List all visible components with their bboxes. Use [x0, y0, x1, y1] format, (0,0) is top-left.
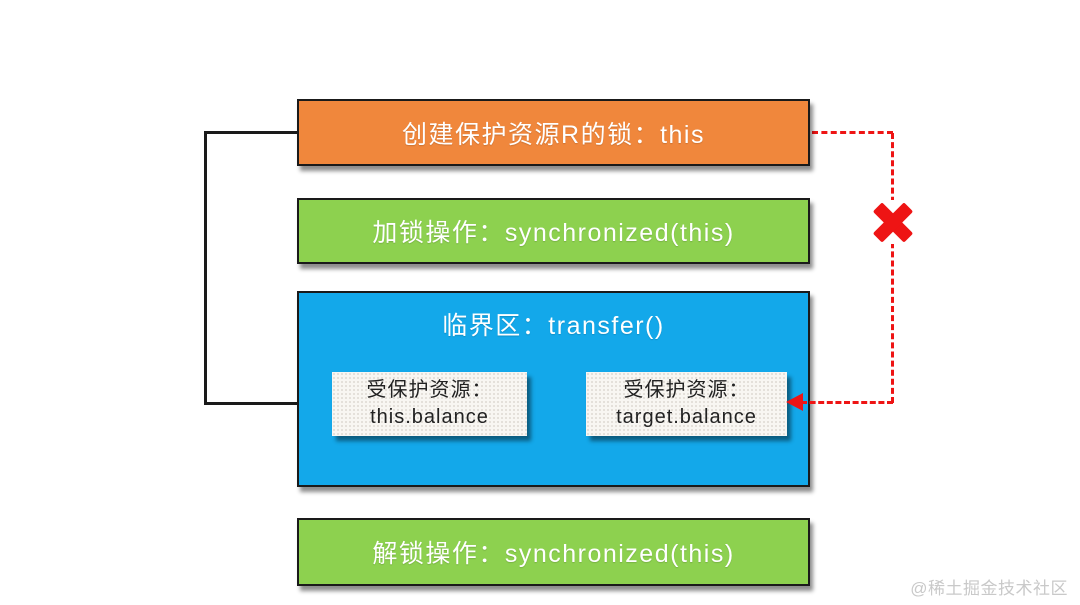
resource-right-value: target.balance [616, 406, 757, 428]
resource-left-caption: 受保护资源： [366, 379, 493, 401]
black-connector-vertical-segment [204, 131, 207, 404]
black-connector-bottom-segment [204, 402, 318, 405]
watermark: @稀土掘金技术社区 [910, 579, 1068, 598]
red-arrowhead-icon [786, 393, 803, 411]
create-lock-box: 创建保护资源R的锁：this [297, 99, 810, 166]
red-dashed-connector-vertical-segment [891, 133, 894, 403]
create-lock-label: 创建保护资源R的锁：this [402, 120, 705, 149]
forbidden-x-icon [871, 200, 915, 244]
unlock-operation-box: 解锁操作：synchronized(this) [297, 518, 810, 586]
unlock-operation-label: 解锁操作：synchronized(this) [372, 540, 735, 568]
critical-section-box: 临界区：transfer() 受保护资源： this.balance 受保护资源… [297, 291, 810, 487]
protected-resource-target-balance-box: 受保护资源： target.balance [586, 372, 787, 436]
red-dashed-connector-top-segment [812, 131, 893, 134]
red-dashed-connector-bottom-segment [801, 401, 893, 404]
protected-resource-this-balance-box: 受保护资源： this.balance [332, 372, 527, 436]
black-connector-top-segment [204, 131, 297, 134]
resource-right-caption: 受保护资源： [623, 379, 750, 401]
critical-section-title: 临界区：transfer() [442, 312, 665, 340]
lock-operation-label: 加锁操作：synchronized(this) [372, 219, 735, 247]
lock-operation-box: 加锁操作：synchronized(this) [297, 198, 810, 264]
resource-left-value: this.balance [370, 406, 489, 428]
